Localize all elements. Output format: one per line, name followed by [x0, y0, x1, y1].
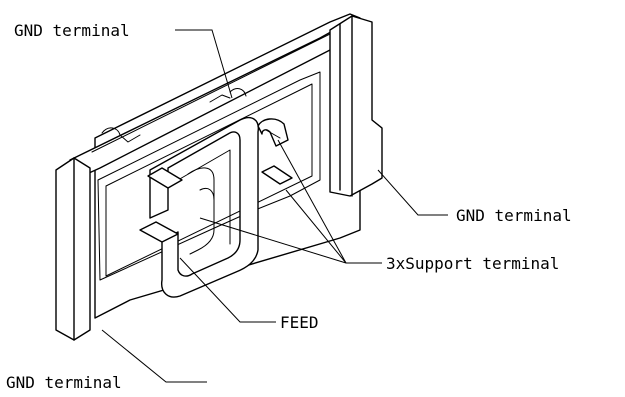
label-gnd-terminal-top: GND terminal [14, 21, 130, 40]
label-gnd-terminal-right: GND terminal [456, 206, 572, 225]
left-gnd-plate [55, 157, 91, 341]
label-feed: FEED [280, 313, 319, 332]
support-terminals [257, 118, 289, 147]
right-gnd-plate [329, 15, 383, 197]
leader-lines [101, 29, 448, 383]
feed-element [139, 116, 293, 298]
label-support-terminal: 3xSupport terminal [386, 254, 559, 273]
frame-window [97, 71, 321, 281]
label-gnd-terminal-bottom: GND terminal [6, 373, 122, 392]
